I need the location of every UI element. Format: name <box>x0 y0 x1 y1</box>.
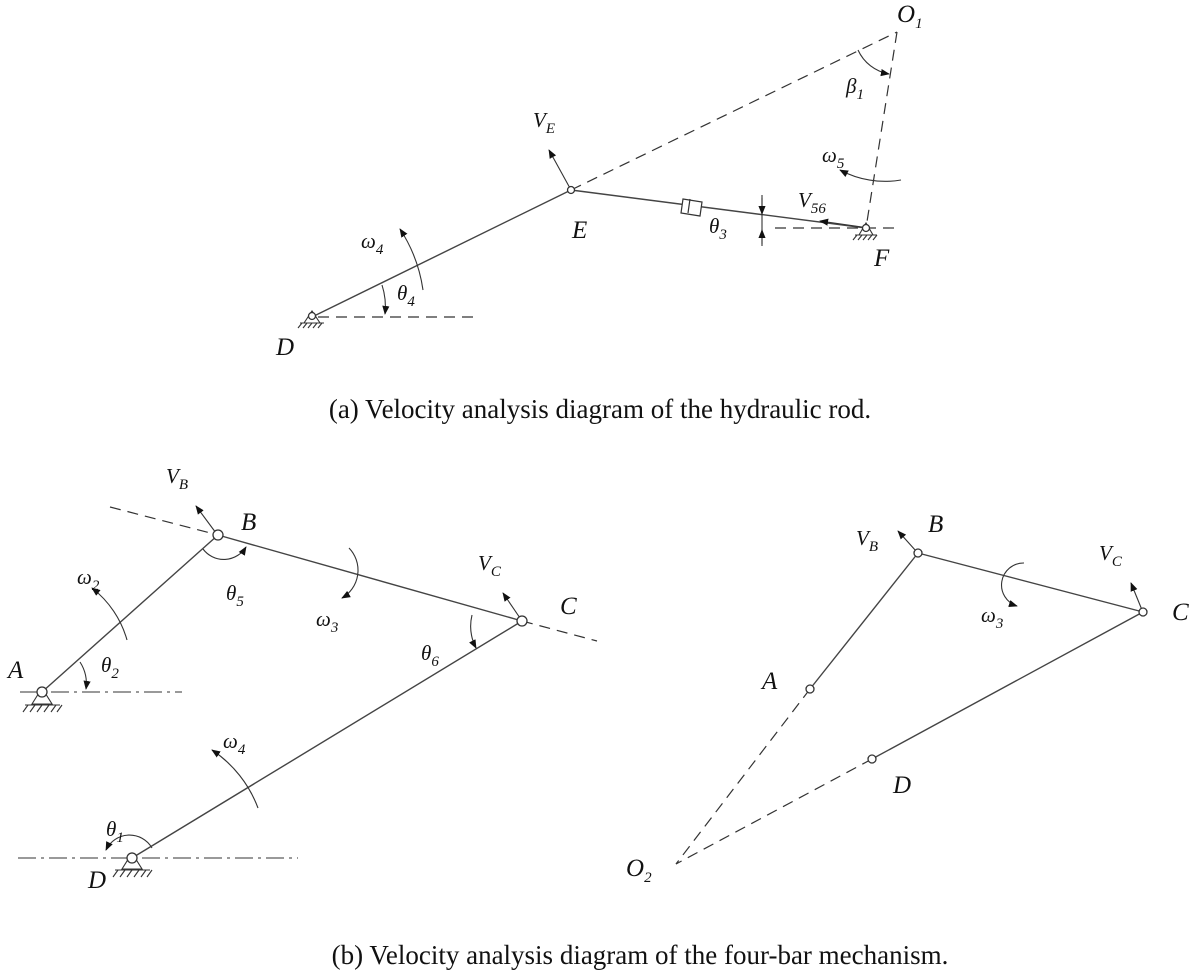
diagram-a-hydraulic-rod: O1 β1 ω5 VE V56 E θ3 F ω4 θ4 D (a) Veloc… <box>275 1 923 424</box>
link-bc <box>217 534 523 622</box>
line-bc-extension-left <box>109 506 219 536</box>
label-vc: VC <box>478 551 502 580</box>
diagram-b-right-instant-center: B VB VC C ω3 A D O2 <box>626 511 1189 886</box>
arc-omega4-b <box>211 749 259 809</box>
label-theta2: θ2 <box>101 653 119 682</box>
link-bc-r <box>917 552 1144 613</box>
joint-d-r <box>867 754 877 764</box>
label-v56: V56 <box>798 188 826 217</box>
label-b: B <box>241 509 256 536</box>
arrow-vb <box>195 505 217 534</box>
ground-support-f <box>852 221 878 241</box>
label-f: F <box>873 245 890 272</box>
label-omega4-a: ω4 <box>361 229 384 258</box>
link-ef <box>570 189 867 229</box>
line-o1-f <box>865 31 898 229</box>
arc-theta2 <box>79 661 91 690</box>
label-a: A <box>6 657 24 684</box>
line-a-o2 <box>675 688 811 865</box>
joint-a-r <box>805 684 815 694</box>
label-omega4-b: ω4 <box>223 729 246 758</box>
ground-support-a <box>22 686 63 713</box>
label-theta5: θ5 <box>226 581 244 610</box>
label-d-b: D <box>87 867 106 894</box>
label-omega5: ω5 <box>822 143 845 172</box>
label-c: C <box>560 593 577 620</box>
link-ab-r <box>809 552 919 690</box>
label-omega3-r: ω3 <box>981 603 1003 632</box>
ground-support-d-b <box>112 851 153 878</box>
arc-omega4 <box>399 228 424 291</box>
label-vb: VB <box>166 464 188 493</box>
line-e-o1 <box>570 31 898 191</box>
diagram-b-left-four-bar: VB B VC C ω2 θ5 ω3 θ6 A θ2 ω4 θ1 D <box>6 464 598 894</box>
label-o2: O2 <box>626 855 652 886</box>
label-d-a: D <box>275 334 294 361</box>
label-a-r: A <box>760 668 778 695</box>
label-b-r: B <box>928 511 943 538</box>
label-ve: VE <box>533 108 555 137</box>
arrow-v56 <box>819 218 863 228</box>
link-cd-r <box>871 611 1144 760</box>
arrow-vc-r <box>1130 582 1143 611</box>
ground-support-d <box>297 310 324 329</box>
label-vb-r: VB <box>856 526 878 555</box>
caption-a: (a) Velocity analysis diagram of the hyd… <box>329 394 871 424</box>
arc-omega2 <box>91 587 128 641</box>
joint-b <box>212 529 224 541</box>
arrow-vc <box>502 592 521 619</box>
joint-c <box>516 615 528 627</box>
arrow-ve <box>548 149 572 191</box>
joint-e <box>566 185 576 195</box>
arc-theta6 <box>469 614 477 649</box>
arc-theta4 <box>381 284 390 315</box>
hydraulic-cylinder-icon <box>680 198 703 217</box>
label-theta1: θ1 <box>106 817 124 846</box>
label-omega2: ω2 <box>77 565 100 594</box>
caption-b: (b) Velocity analysis diagram of the fou… <box>332 940 949 970</box>
label-c-r: C <box>1172 599 1189 626</box>
arc-omega3-b <box>341 547 359 599</box>
label-d-r: D <box>892 772 911 799</box>
joint-b-r <box>913 548 923 558</box>
arc-theta5 <box>202 546 247 560</box>
arc-omega5 <box>839 169 902 182</box>
label-e: E <box>571 217 587 244</box>
label-theta4: θ4 <box>397 281 415 310</box>
joint-c-r <box>1138 607 1148 617</box>
label-theta6: θ6 <box>421 641 439 670</box>
arc-beta1 <box>857 49 890 77</box>
line-d-o2 <box>675 758 873 865</box>
arc-theta1 <box>105 834 153 851</box>
line-bc-extension-right <box>521 620 598 642</box>
link-ab <box>41 534 219 693</box>
label-vc-r: VC <box>1099 541 1123 570</box>
label-omega3-b: ω3 <box>316 607 338 636</box>
arc-omega3-r <box>1001 562 1025 608</box>
label-beta1: β1 <box>845 74 864 103</box>
label-theta3: θ3 <box>709 214 727 243</box>
link-cd <box>131 620 523 859</box>
arrow-vb-r <box>897 530 917 552</box>
link-de <box>311 189 572 318</box>
label-o1: O1 <box>897 1 923 32</box>
